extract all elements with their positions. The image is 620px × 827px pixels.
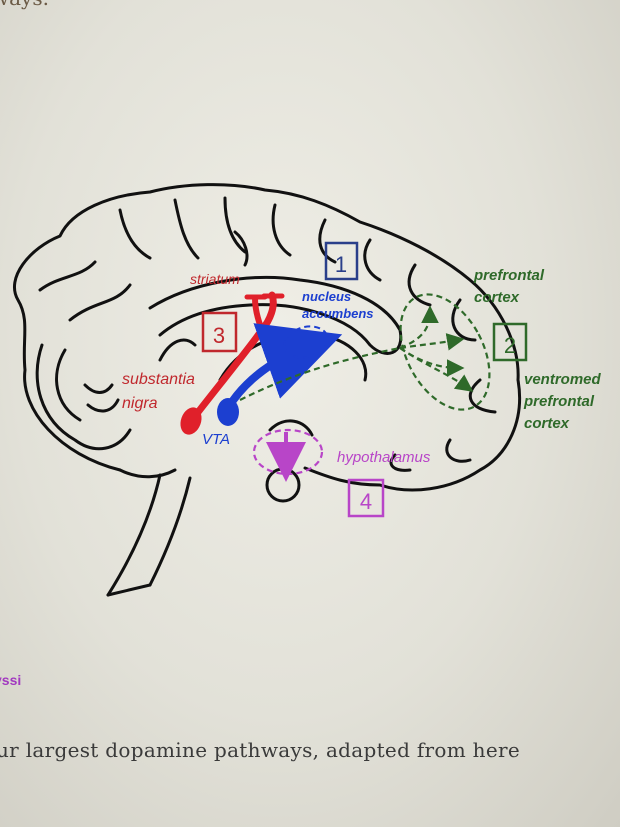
label-cortex: cortex bbox=[474, 289, 520, 306]
label-accumbens: accumbens bbox=[302, 306, 374, 321]
brain-outline bbox=[13, 183, 522, 597]
label-vm-prefrontal: prefrontal bbox=[523, 393, 595, 410]
caption-text: ur largest dopamine pathways, adapted fr… bbox=[0, 738, 520, 762]
svg-text:2: 2 bbox=[504, 333, 516, 358]
label-nigra: nigra bbox=[122, 395, 158, 412]
mesolimbic-pathway bbox=[217, 323, 343, 426]
label-ventromed: ventromed bbox=[524, 371, 602, 388]
mesocortical-pathway bbox=[239, 293, 491, 411]
purple-fragment-text: yssi bbox=[0, 672, 22, 688]
svg-text:3: 3 bbox=[213, 323, 225, 348]
svg-text:1: 1 bbox=[335, 252, 347, 277]
box-3: 3 bbox=[201, 311, 238, 353]
label-nucleus: nucleus bbox=[302, 289, 351, 304]
tuberoinfundibular-pathway bbox=[252, 428, 324, 482]
label-prefrontal: prefrontal bbox=[473, 267, 545, 284]
page-top-text: ways. bbox=[0, 0, 49, 10]
label-substantia: substantia bbox=[122, 371, 195, 388]
label-vta: VTA bbox=[202, 431, 230, 448]
label-hypothalamus: hypothalamus bbox=[337, 449, 431, 466]
label-striatum: striatum bbox=[190, 271, 240, 287]
label-vm-cortex: cortex bbox=[524, 415, 570, 432]
svg-text:4: 4 bbox=[360, 489, 372, 514]
box-4: 4 bbox=[347, 478, 385, 518]
box-2: 2 bbox=[492, 322, 528, 362]
box-1: 1 bbox=[324, 241, 359, 281]
